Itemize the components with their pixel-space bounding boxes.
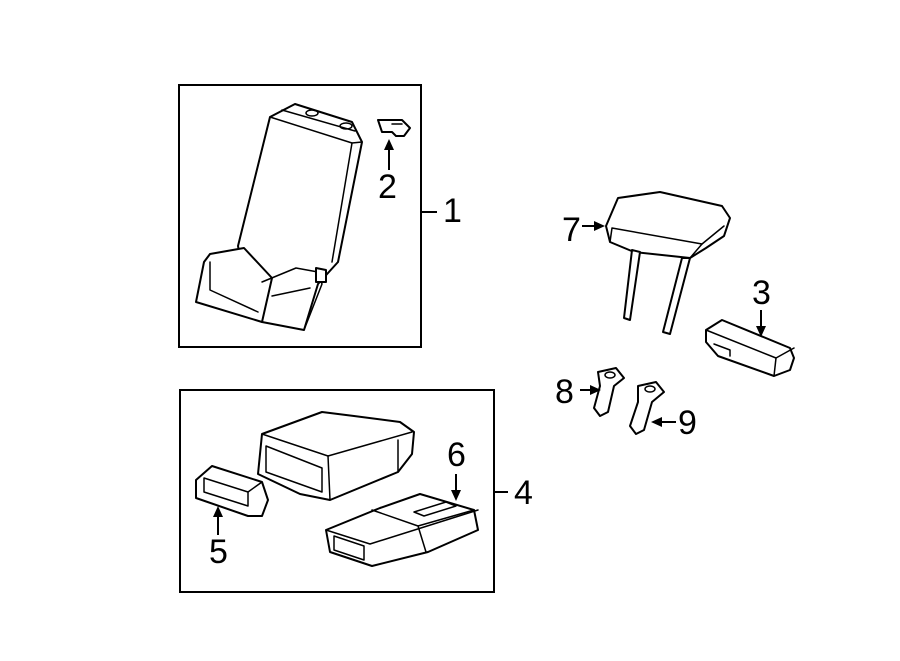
callout-7: 7	[562, 211, 581, 249]
callout-9: 9	[678, 404, 697, 442]
callout-1: 1	[443, 192, 462, 230]
arrowhead-5	[213, 506, 223, 517]
storage-bin-part[interactable]	[257, 411, 415, 501]
headrest-part-7[interactable]	[605, 191, 731, 335]
callout-5: 5	[209, 533, 228, 571]
group-box-1	[178, 84, 422, 348]
guide-part-9[interactable]	[629, 381, 665, 435]
arrowhead-9	[651, 417, 662, 427]
arrowhead-6	[451, 490, 461, 501]
arrowhead-8	[590, 385, 601, 395]
arrowhead-3	[756, 326, 766, 337]
seat-back-frame-part[interactable]	[195, 103, 363, 331]
armrest-part-6[interactable]	[325, 493, 479, 567]
arrowhead-2	[384, 139, 394, 150]
callout-8: 8	[555, 373, 574, 411]
clip-part-2[interactable]	[377, 119, 411, 137]
callout-6: 6	[447, 436, 466, 474]
callout-2: 2	[378, 168, 397, 206]
callout-3: 3	[752, 274, 771, 312]
guide-part-8[interactable]	[593, 367, 625, 417]
callout-4: 4	[514, 474, 533, 512]
bezel-part-5[interactable]	[195, 465, 269, 517]
trim-cover-part-3[interactable]	[705, 319, 795, 377]
arrowhead-7	[594, 221, 605, 231]
